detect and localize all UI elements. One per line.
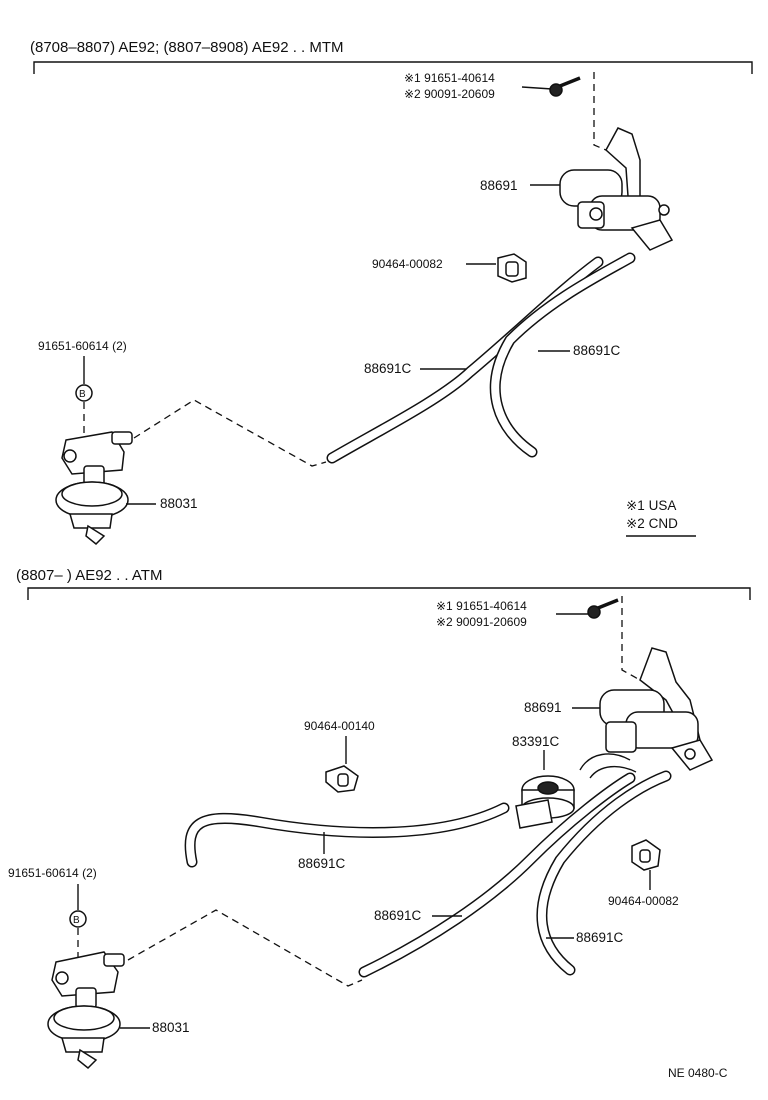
mtm-bolt-usa-label: ※1 91651-40614 — [404, 71, 495, 85]
atm-vsv-icon — [599, 647, 714, 771]
mtm-bolt-cnd-label: ※2 90091-20609 — [404, 87, 495, 101]
section-mtm-bracket — [33, 61, 753, 74]
mtm-vsv-icon — [559, 127, 674, 251]
mtm-vsv-label: 88691 — [480, 178, 518, 193]
mtm-bolt-b-marker — [75, 384, 93, 402]
legend-cnd: ※2 CND — [626, 516, 678, 531]
atm-vacuum-dashed-line — [127, 909, 363, 987]
atm-bolt-usa-label: ※1 91651-40614 — [436, 599, 527, 613]
section-atm-heading: (8807– ) AE92 . . ATM — [16, 567, 162, 584]
atm-actuator-icon — [47, 951, 125, 1070]
section-atm-bracket — [27, 587, 751, 600]
mtm-mount-bolt-label: 91651-60614 (2) — [38, 339, 127, 353]
atm-clamp-a-icon — [325, 765, 359, 793]
atm-clamp-a-label: 90464-00140 — [304, 719, 375, 733]
mtm-hose-b-label: 88691C — [573, 343, 621, 358]
mtm-actuator-label: 88031 — [160, 496, 198, 511]
mtm-hose-a-label: 88691C — [364, 361, 412, 376]
atm-clamp-b-label: 90464-00082 — [608, 894, 679, 908]
mtm-bolt-icon — [549, 76, 581, 97]
mtm-bolt-b-letter: B — [79, 389, 86, 400]
mtm-clamp-icon — [497, 253, 527, 283]
mtm-hose-b — [489, 252, 636, 458]
legend-usa: ※1 USA — [626, 498, 676, 513]
atm-bolt-b-letter: B — [73, 915, 80, 926]
atm-mount-bolt-label: 91651-60614 (2) — [8, 866, 97, 880]
mtm-bolt-leader — [521, 86, 553, 90]
atm-hose-c-label: 88691C — [576, 930, 624, 945]
mtm-bolt-dashed-guide — [593, 72, 607, 151]
atm-hose-a-label: 88691C — [298, 856, 346, 871]
atm-clamp-b-icon — [631, 839, 661, 871]
atm-bolt-cnd-label: ※2 90091-20609 — [436, 615, 527, 629]
atm-vsv-label: 88691 — [524, 700, 562, 715]
atm-switch-wire — [579, 753, 637, 779]
diagram-code: NE 0480-C — [668, 1066, 728, 1080]
mtm-hose-a — [326, 256, 604, 464]
atm-switch-icon — [515, 775, 575, 829]
atm-hose-c — [536, 770, 672, 976]
atm-switch-label: 83391C — [512, 734, 560, 749]
atm-bolt-dashed-guide — [621, 596, 641, 681]
mtm-actuator-icon — [55, 431, 133, 546]
mtm-clamp-label: 90464-00082 — [372, 257, 443, 271]
atm-bolt-icon — [587, 598, 619, 619]
atm-hose-b-label: 88691C — [374, 908, 422, 923]
atm-hose-a — [184, 802, 510, 868]
atm-bolt-b-marker — [69, 910, 87, 928]
atm-hose-b — [358, 772, 636, 978]
section-mtm-heading: (8708–8807) AE92; (8807–8908) AE92 . . M… — [30, 39, 344, 56]
mtm-vacuum-dashed-line — [133, 399, 327, 467]
atm-actuator-label: 88031 — [152, 1020, 190, 1035]
